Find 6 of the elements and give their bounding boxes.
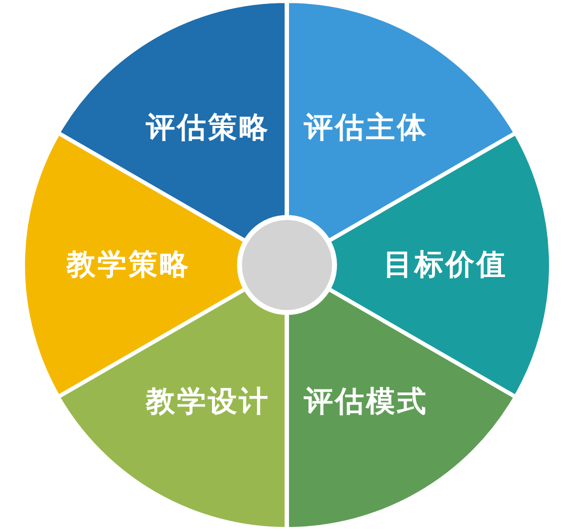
segment-label: 教学策略: [66, 246, 191, 283]
segment-label: 评估模式: [304, 383, 428, 420]
segment-label: 评估策略: [146, 108, 270, 146]
segment-label: 目标价值: [383, 246, 508, 283]
segment-label: 教学设计: [146, 383, 270, 420]
segment-label: 评估主体: [304, 108, 428, 146]
